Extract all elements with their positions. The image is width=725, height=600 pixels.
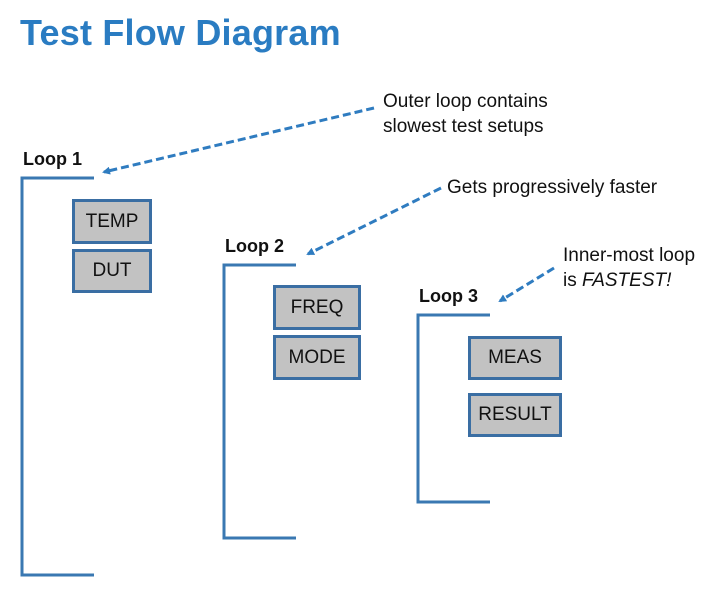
step-box-freq: FREQ [273, 285, 361, 330]
annotation-1: Outer loop contains slowest test setups [383, 89, 548, 139]
annotation-1-arrow [102, 106, 375, 175]
step-box-result: RESULT [468, 393, 562, 437]
annotation-1-line-1: Outer loop contains [383, 91, 548, 112]
loop-3-label: Loop 3 [419, 286, 478, 306]
diagram-title: Test Flow Diagram [20, 12, 341, 53]
loop-1-label: Loop 1 [23, 149, 82, 169]
step-box-meas: MEAS [468, 336, 562, 380]
loop-3-bracket [416, 313, 490, 504]
step-box-temp: TEMP [72, 199, 152, 244]
annotation-3-line-2: is FASTEST! [563, 268, 695, 293]
step-box-dut: DUT [72, 249, 152, 293]
annotation-2: Gets progressively faster [447, 175, 657, 200]
loop-1-bracket [20, 176, 94, 577]
annotation-2-line-1: Gets progressively faster [447, 177, 658, 198]
annotation-3-prefix: is [563, 270, 582, 291]
annotation-2-arrow [306, 186, 442, 256]
annotation-3-arrow [498, 266, 555, 303]
loop-2-label: Loop 2 [225, 236, 284, 256]
step-box-mode: MODE [273, 335, 361, 380]
annotation-3: Inner-most loop is FASTEST! [563, 243, 695, 293]
annotation-1-line-2: slowest test setups [383, 116, 544, 137]
loop-2-bracket [222, 263, 296, 540]
annotation-3-line-1: Inner-most loop [563, 245, 696, 266]
annotation-3-emphasis: FASTEST! [582, 270, 672, 291]
